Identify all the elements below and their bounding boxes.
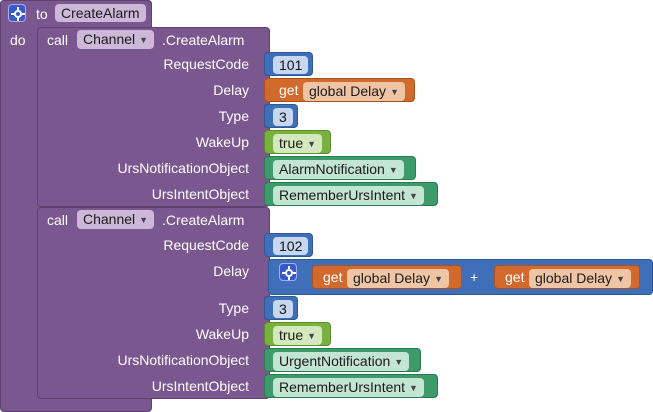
chevron-down-icon: ▼: [616, 274, 625, 284]
component-name-1: Channel: [83, 31, 136, 47]
variable-name-1: global Delay: [309, 83, 387, 99]
get-variable-block-1[interactable]: get global Delay▼: [264, 78, 415, 102]
number-block-101[interactable]: 101: [264, 52, 313, 76]
component-dropdown-notification-2[interactable]: UrgentNotification▼: [273, 352, 410, 371]
chevron-down-icon: ▼: [307, 139, 317, 149]
add-mutator-gear-icon[interactable]: [279, 263, 297, 281]
add-operator: +: [470, 269, 479, 285]
math-add-block[interactable]: get global Delay▼ + get global Delay▼: [268, 259, 653, 295]
component-name-2: Channel: [83, 211, 136, 227]
method-name-2: .CreateAlarm: [162, 212, 245, 228]
component-value-intent-2: RememberUrsIntent: [279, 379, 406, 395]
chevron-down-icon: ▼: [409, 383, 418, 393]
boolean-block-1[interactable]: true▼: [264, 130, 331, 154]
get-keyword-2a: get: [323, 269, 343, 285]
boolean-value-2: true: [279, 327, 304, 343]
number-value-3b[interactable]: 3: [273, 300, 293, 318]
variable-dropdown-2b[interactable]: global Delay▼: [529, 269, 631, 288]
number-value-101[interactable]: 101: [273, 56, 309, 74]
get-keyword-2b: get: [505, 269, 525, 285]
chevron-down-icon: ▼: [390, 87, 399, 97]
component-value-intent-1: RememberUrsIntent: [279, 187, 406, 203]
chevron-down-icon: ▼: [388, 165, 398, 175]
variable-name-2b: global Delay: [535, 270, 613, 286]
param-label-wakeup-2: WakeUp: [195, 326, 249, 342]
param-label-delay-1: Delay: [213, 82, 249, 98]
component-block-notification-1[interactable]: AlarmNotification▼: [264, 156, 416, 180]
component-dropdown-2[interactable]: Channel▼: [77, 210, 155, 229]
param-label-wakeup-1: WakeUp: [195, 134, 249, 150]
param-label-intent-1: UrsIntentObject: [151, 186, 249, 202]
component-value-notification-2: UrgentNotification: [279, 353, 391, 369]
do-keyword: do: [10, 32, 26, 48]
chevron-down-icon: ▼: [394, 357, 404, 367]
boolean-dropdown-1[interactable]: true▼: [273, 134, 323, 153]
method-name-1: .CreateAlarm: [162, 32, 245, 48]
number-block-3a[interactable]: 3: [264, 104, 298, 128]
boolean-dropdown-2[interactable]: true▼: [273, 326, 323, 345]
param-label-requestcode-1: RequestCode: [163, 56, 249, 72]
component-block-intent-1[interactable]: RememberUrsIntent▼: [264, 182, 438, 206]
component-block-notification-2[interactable]: UrgentNotification▼: [264, 348, 421, 372]
number-value-102[interactable]: 102: [273, 237, 309, 255]
get-variable-block-2a[interactable]: get global Delay▼: [312, 265, 462, 289]
component-dropdown-notification-1[interactable]: AlarmNotification▼: [273, 160, 404, 179]
component-dropdown-1[interactable]: Channel▼: [77, 30, 155, 49]
procedure-name-field[interactable]: CreateAlarm: [55, 4, 146, 22]
get-keyword-1: get: [279, 82, 299, 98]
get-variable-block-2b[interactable]: get global Delay▼: [494, 265, 640, 289]
call-keyword-1: call: [47, 32, 69, 48]
chevron-down-icon: ▼: [307, 331, 317, 341]
param-label-type-2: Type: [218, 300, 249, 316]
param-label-requestcode-2: RequestCode: [163, 237, 249, 253]
chevron-down-icon: ▼: [139, 215, 149, 225]
component-dropdown-intent-1[interactable]: RememberUrsIntent▼: [273, 186, 424, 205]
number-block-102[interactable]: 102: [264, 233, 313, 257]
call-block-2[interactable]: [37, 207, 270, 399]
chevron-down-icon: ▼: [434, 274, 443, 284]
variable-dropdown-1[interactable]: global Delay▼: [303, 82, 405, 101]
param-label-intent-2: UrsIntentObject: [151, 378, 249, 394]
param-label-notification-2: UrsNotificationObject: [117, 352, 250, 368]
chevron-down-icon: ▼: [139, 35, 149, 45]
number-block-3b[interactable]: 3: [264, 296, 298, 320]
param-label-delay-2: Delay: [213, 263, 249, 279]
to-keyword: to: [36, 6, 48, 22]
component-block-intent-2[interactable]: RememberUrsIntent▼: [264, 374, 438, 398]
chevron-down-icon: ▼: [409, 191, 418, 201]
call-block-1[interactable]: [37, 27, 270, 207]
number-value-3a[interactable]: 3: [273, 108, 293, 126]
component-dropdown-intent-2[interactable]: RememberUrsIntent▼: [273, 378, 424, 397]
param-label-type-1: Type: [218, 108, 249, 124]
boolean-value-1: true: [279, 135, 304, 151]
boolean-block-2[interactable]: true▼: [264, 322, 331, 346]
variable-dropdown-2a[interactable]: global Delay▼: [347, 269, 449, 288]
variable-name-2a: global Delay: [353, 270, 431, 286]
param-label-notification-1: UrsNotificationObject: [117, 160, 250, 176]
call-keyword-2: call: [47, 212, 69, 228]
component-value-notification-1: AlarmNotification: [279, 161, 385, 177]
mutator-gear-icon[interactable]: [8, 4, 26, 22]
